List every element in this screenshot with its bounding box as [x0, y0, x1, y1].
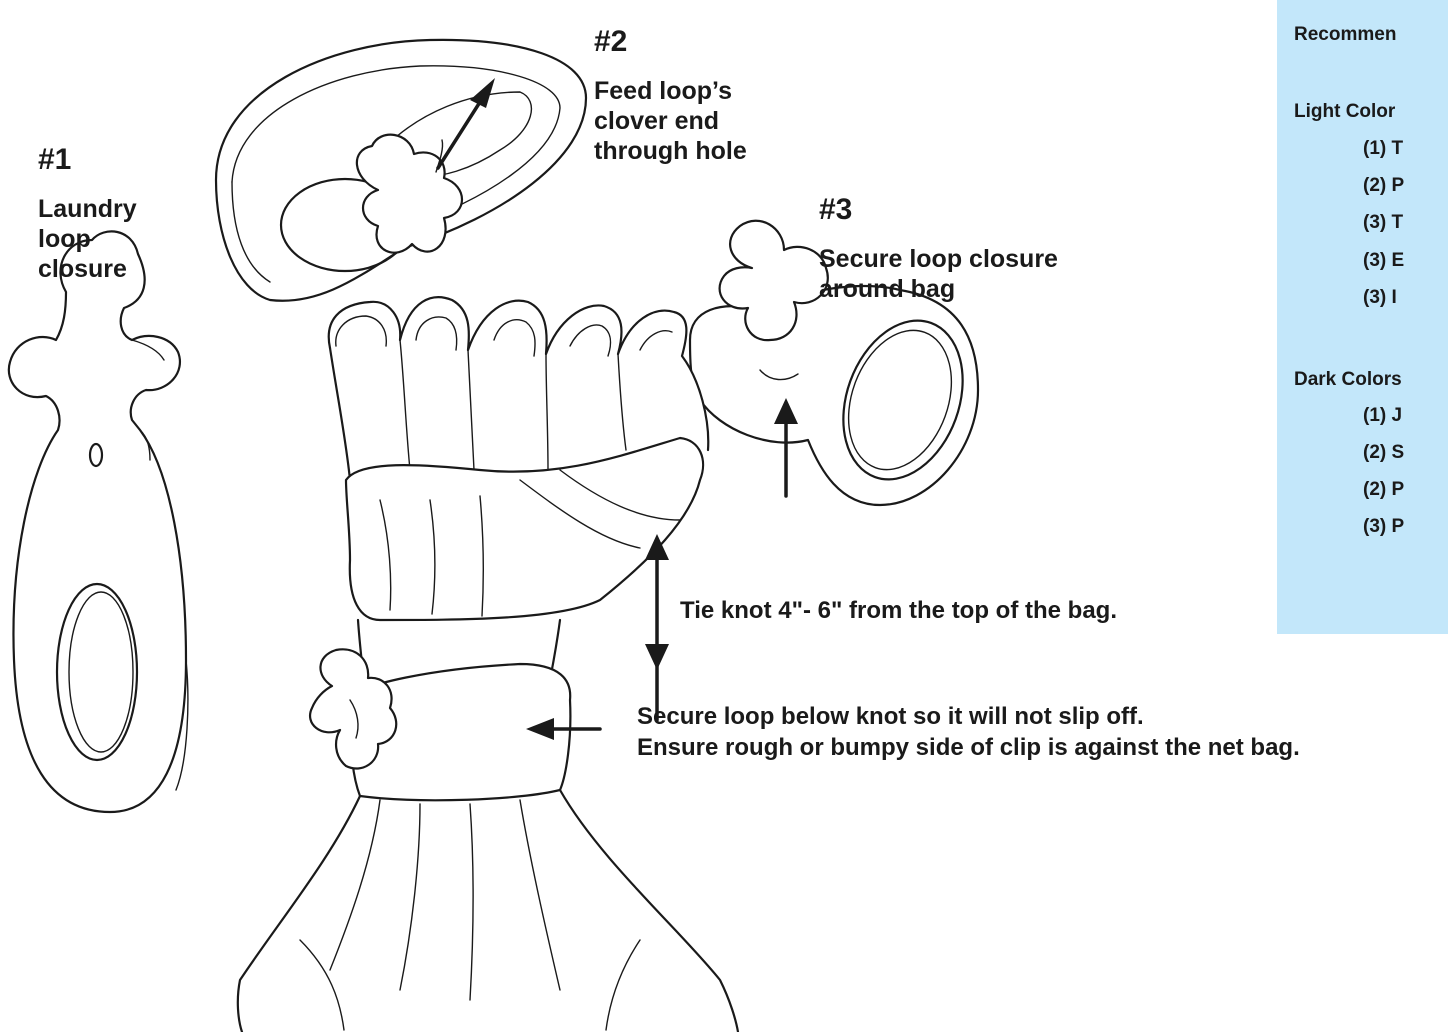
light-color-item: (2) P — [1363, 175, 1404, 197]
step-2-label: #2 Feed loop’s clover end through hole — [594, 8, 747, 184]
dark-colors-heading: Dark Colors — [1294, 369, 1402, 391]
panel-title: Recommen — [1294, 24, 1396, 46]
dark-color-item: (2) S — [1363, 442, 1404, 464]
step-2-text: Feed loop’s clover end through hole — [594, 76, 747, 166]
light-color-item: (3) I — [1363, 287, 1397, 309]
step-3-text: Secure loop closure around bag — [819, 244, 1058, 304]
dark-color-item: (3) P — [1363, 516, 1404, 538]
step-1-label: #1 Laundry loop closure — [38, 126, 137, 302]
light-color-item: (3) E — [1363, 250, 1404, 272]
secure-loop-instruction-line1: Secure loop below knot so it will not sl… — [637, 702, 1144, 732]
step-3-number: #3 — [819, 194, 1058, 226]
secure-loop-instruction-line2: Ensure rough or bumpy side of clip is ag… — [637, 733, 1300, 763]
dark-color-item: (1) J — [1363, 405, 1402, 427]
step-1-number: #1 — [38, 144, 137, 176]
step-2-number: #2 — [594, 26, 747, 58]
step-3-label: #3 Secure loop closure around bag — [819, 176, 1058, 322]
loop-closure-clip-icon — [9, 231, 188, 812]
step-1-text: Laundry loop closure — [38, 194, 137, 284]
tie-knot-instruction: Tie knot 4"- 6" from the top of the bag. — [680, 596, 1117, 626]
dark-color-item: (2) P — [1363, 479, 1404, 501]
net-bag-icon — [238, 297, 738, 1032]
double-arrow-icon — [645, 534, 669, 720]
light-colors-heading: Light Color — [1294, 101, 1395, 123]
light-color-item: (1) T — [1363, 138, 1403, 160]
recommendation-panel: Recommen Light Color (1) T (2) P (3) T (… — [1277, 0, 1448, 634]
loop-feeding-icon — [216, 40, 586, 301]
light-color-item: (3) T — [1363, 212, 1403, 234]
